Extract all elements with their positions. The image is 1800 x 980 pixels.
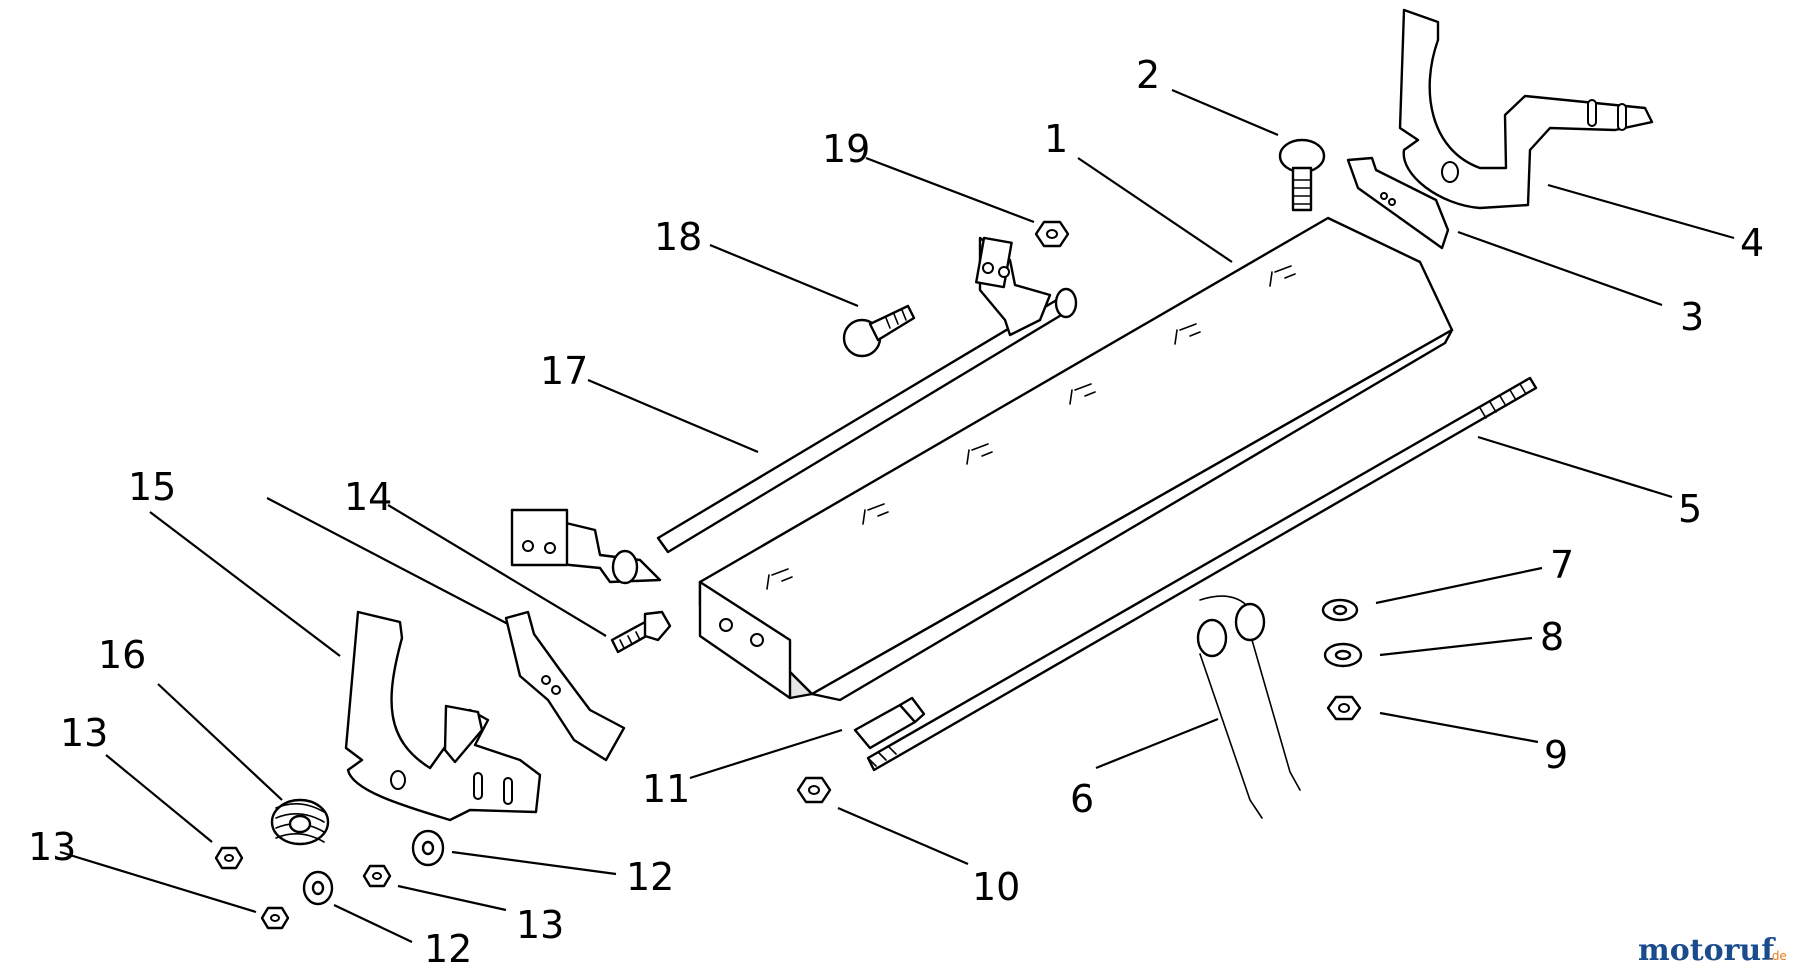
part-12-washer-b xyxy=(302,870,334,906)
part-12-washer-a xyxy=(411,829,445,867)
part-4-mount-plate-right xyxy=(1398,8,1654,210)
part-14-hex-bolt xyxy=(610,610,672,654)
callout-12-right: 12 xyxy=(626,855,674,899)
part-3-brace-left xyxy=(504,610,626,762)
part-8-lock-washer xyxy=(1323,642,1363,668)
part-18-carriage-bolt xyxy=(842,304,916,358)
part-19-nut xyxy=(1034,220,1070,248)
part-15-mount-plate-left xyxy=(344,610,542,822)
part-10-flange-nut xyxy=(796,776,832,804)
callout-18: 18 xyxy=(654,215,702,259)
callout-14: 14 xyxy=(344,475,392,519)
watermark-suffix: .de xyxy=(1768,949,1787,963)
callout-7: 7 xyxy=(1550,543,1574,587)
callout-3-right: 3 xyxy=(1680,295,1704,339)
callout-10: 10 xyxy=(972,865,1020,909)
callout-5: 5 xyxy=(1678,487,1702,531)
callout-11: 11 xyxy=(642,767,690,811)
part-3-brace-right xyxy=(1346,156,1450,250)
callout-13-top: 13 xyxy=(60,711,108,755)
leader-lines xyxy=(59,88,1735,943)
callout-19: 19 xyxy=(822,127,870,171)
part-6-torsion-spring xyxy=(1196,595,1301,819)
part-2-carriage-bolt xyxy=(1278,138,1326,212)
watermark-logo: motoruf .de xyxy=(1638,933,1787,968)
part-7-washer xyxy=(1321,598,1359,622)
callout-16: 16 xyxy=(98,633,146,677)
callout-12-bottom: 12 xyxy=(424,927,472,971)
part-9-nut xyxy=(1326,695,1362,721)
part-13-nut-c xyxy=(362,864,392,888)
watermark-brand: motoruf xyxy=(1638,933,1776,968)
callout-9: 9 xyxy=(1544,733,1568,777)
callout-17: 17 xyxy=(540,349,588,393)
part-11-bolt xyxy=(853,696,926,767)
callout-13-bottom: 13 xyxy=(516,903,564,947)
part-13-nut-b xyxy=(260,906,290,930)
callout-6: 6 xyxy=(1070,777,1094,821)
part-13-nut-a xyxy=(214,846,244,870)
callout-15: 15 xyxy=(128,465,176,509)
part-1-deflector xyxy=(698,216,1454,702)
part-17-shaft xyxy=(510,236,1078,585)
part-5-threaded-rod xyxy=(866,376,1538,772)
callout-labels: 1 2 3 4 5 6 7 8 9 10 11 12 12 13 13 13 1… xyxy=(28,53,1764,971)
callout-13-left: 13 xyxy=(28,825,76,869)
callout-4: 4 xyxy=(1740,221,1764,265)
part-16-spring xyxy=(270,798,330,846)
callout-2: 2 xyxy=(1136,53,1160,97)
callout-8: 8 xyxy=(1540,615,1564,659)
callout-1: 1 xyxy=(1044,117,1068,161)
